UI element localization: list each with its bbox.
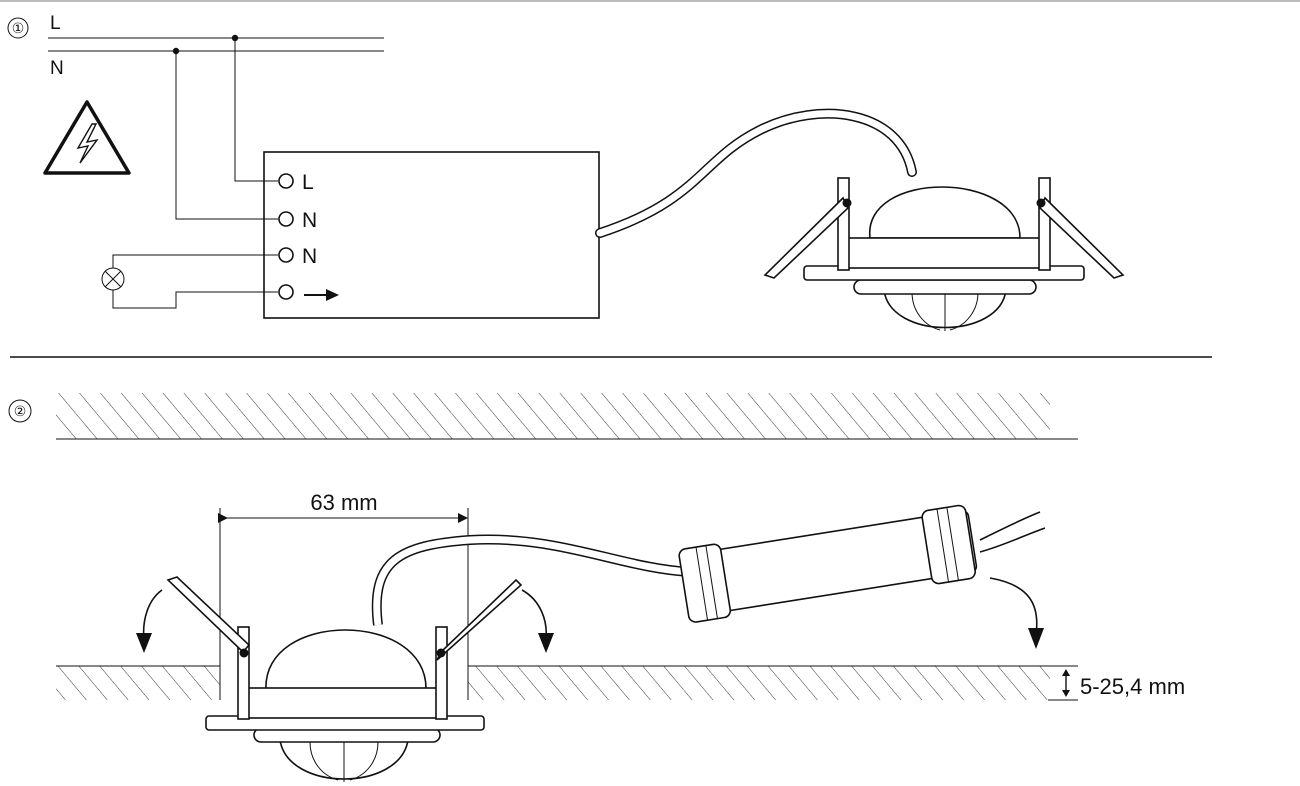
step-2-badge bbox=[8, 399, 32, 423]
ceiling-slab-top bbox=[56, 393, 1050, 439]
live-line-label: L bbox=[50, 13, 61, 34]
rotate-arrow-icon bbox=[521, 589, 548, 641]
step-2-number: ② bbox=[14, 403, 27, 419]
ceiling-panel-left bbox=[56, 666, 220, 700]
neutral-line-label: N bbox=[50, 58, 64, 79]
terminal-n1 bbox=[278, 211, 294, 227]
power-supply-box bbox=[263, 151, 600, 319]
terminal-n2-label: N bbox=[302, 245, 317, 268]
power-unit-cylinder bbox=[678, 504, 1046, 623]
presence-sensor-wired bbox=[763, 177, 1125, 331]
lamp-icon bbox=[101, 267, 125, 291]
terminal-n2 bbox=[278, 247, 294, 263]
terminal-l-label: L bbox=[302, 171, 314, 194]
step-1-badge bbox=[7, 17, 29, 39]
wire-lamp-switched bbox=[112, 290, 278, 309]
wire-neutral bbox=[175, 51, 278, 220]
width-dimension-label: 63 mm bbox=[310, 490, 377, 515]
step-1-number: ① bbox=[12, 20, 25, 36]
terminal-output bbox=[278, 284, 294, 300]
wire-live bbox=[234, 38, 278, 182]
ceiling-panel-right bbox=[468, 666, 1050, 700]
thickness-dimension-label: 5-25,4 mm bbox=[1080, 674, 1185, 699]
drop-arrow-icon bbox=[989, 577, 1038, 636]
step-1: ① L N L N N bbox=[7, 13, 1125, 331]
warning-high-voltage-icon bbox=[43, 100, 131, 175]
terminal-n1-label: N bbox=[302, 209, 317, 232]
terminal-output-arrow-icon bbox=[304, 289, 339, 301]
presence-sensor-mounting bbox=[166, 576, 523, 782]
wire-lamp-neutral bbox=[112, 254, 278, 268]
rotate-arrow-icon bbox=[142, 589, 163, 641]
terminal-l bbox=[278, 173, 294, 189]
thickness-dimension-arrow-icon bbox=[1062, 669, 1070, 697]
step-2: ② 63 mm 5-25,4 mm bbox=[8, 393, 1185, 782]
